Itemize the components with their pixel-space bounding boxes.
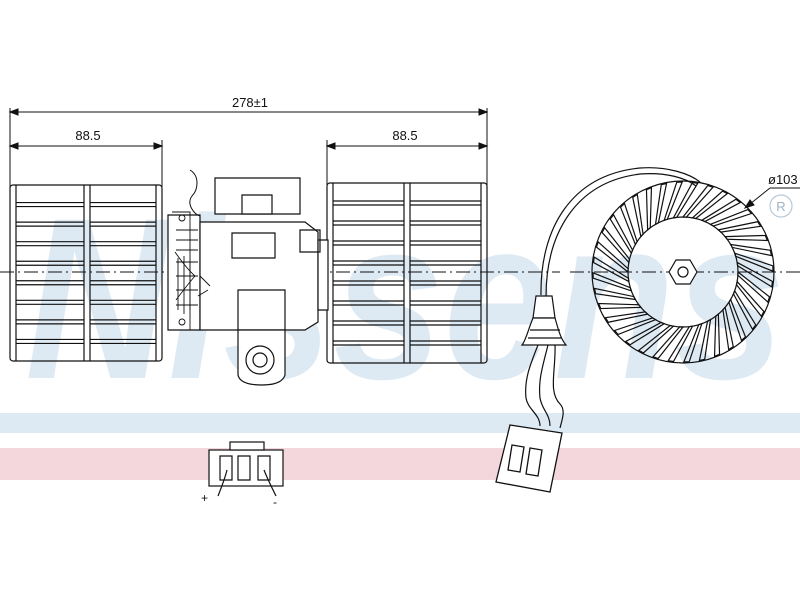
wheel-blade [645,186,653,232]
wheel-blade [700,198,742,223]
wheel-blade [592,271,633,292]
wire-harness [520,167,701,429]
watermark-red-band [0,448,800,480]
registered-mark-circle [769,194,793,218]
wheel-blade [723,234,769,242]
wire-plug [495,424,563,493]
watermark: Nissens R [0,170,800,480]
watermark-blue-band [0,413,800,433]
wheel-diameter-label: ø103 [768,172,798,187]
wheel-blade [728,298,747,342]
wheel-hub-nut [668,259,698,285]
wheel-diameter-leader [743,187,800,209]
dimension-right-fan-label: 88.5 [392,128,417,143]
wheel-blade [682,322,703,363]
wheel-blade [672,181,699,219]
wheel-blade [729,243,773,257]
wheel-blade [667,325,694,363]
motor-housing [167,177,329,386]
wheel-blade [736,261,774,288]
dimension-right-fan [325,140,489,188]
wheel-blade [624,321,666,346]
dimension-overall [8,108,489,188]
left-fan-cage [9,184,163,362]
wheel-blade [597,302,643,310]
wheel-blade [619,202,638,246]
wheel-blade [651,326,685,360]
dimension-left-fan [8,140,164,188]
blower-wheel [591,180,775,364]
wheel-blade [663,181,684,222]
watermark-logo: Nissens [25,170,785,427]
wheel-blade [613,317,657,336]
wheel-blade [737,270,771,304]
wheel-blade [604,311,649,323]
wheel-blade [733,252,774,273]
wheel-blade [637,324,675,354]
wheel-blade [732,289,757,331]
wheel-blade [654,182,668,226]
wheel-blade [717,221,762,233]
wheel-blade [609,213,634,255]
wheel-blade [681,184,715,218]
wheel-blade [691,190,729,220]
registered-mark: R [776,199,785,214]
connector-negative-label: - [273,495,277,509]
right-fan-cage [326,182,488,364]
wheel-blade [713,312,721,358]
wheel-blade [632,193,644,238]
wheel-blade [592,256,630,283]
motor-connector [208,441,284,497]
wheel-blade [595,240,629,274]
wheel-hub-bore [677,266,689,278]
wheel-blade [722,306,734,351]
dimension-overall-label: 278±1 [232,95,268,110]
wheel-blade [601,226,631,264]
wheel-blade [698,318,712,362]
wheel-blade [735,280,765,318]
wheel-blade [709,208,753,227]
wheel-blade [593,287,637,301]
dimension-left-fan-label: 88.5 [75,128,100,143]
connector-positive-label: + [201,491,208,505]
motor-end-detail [172,169,211,331]
